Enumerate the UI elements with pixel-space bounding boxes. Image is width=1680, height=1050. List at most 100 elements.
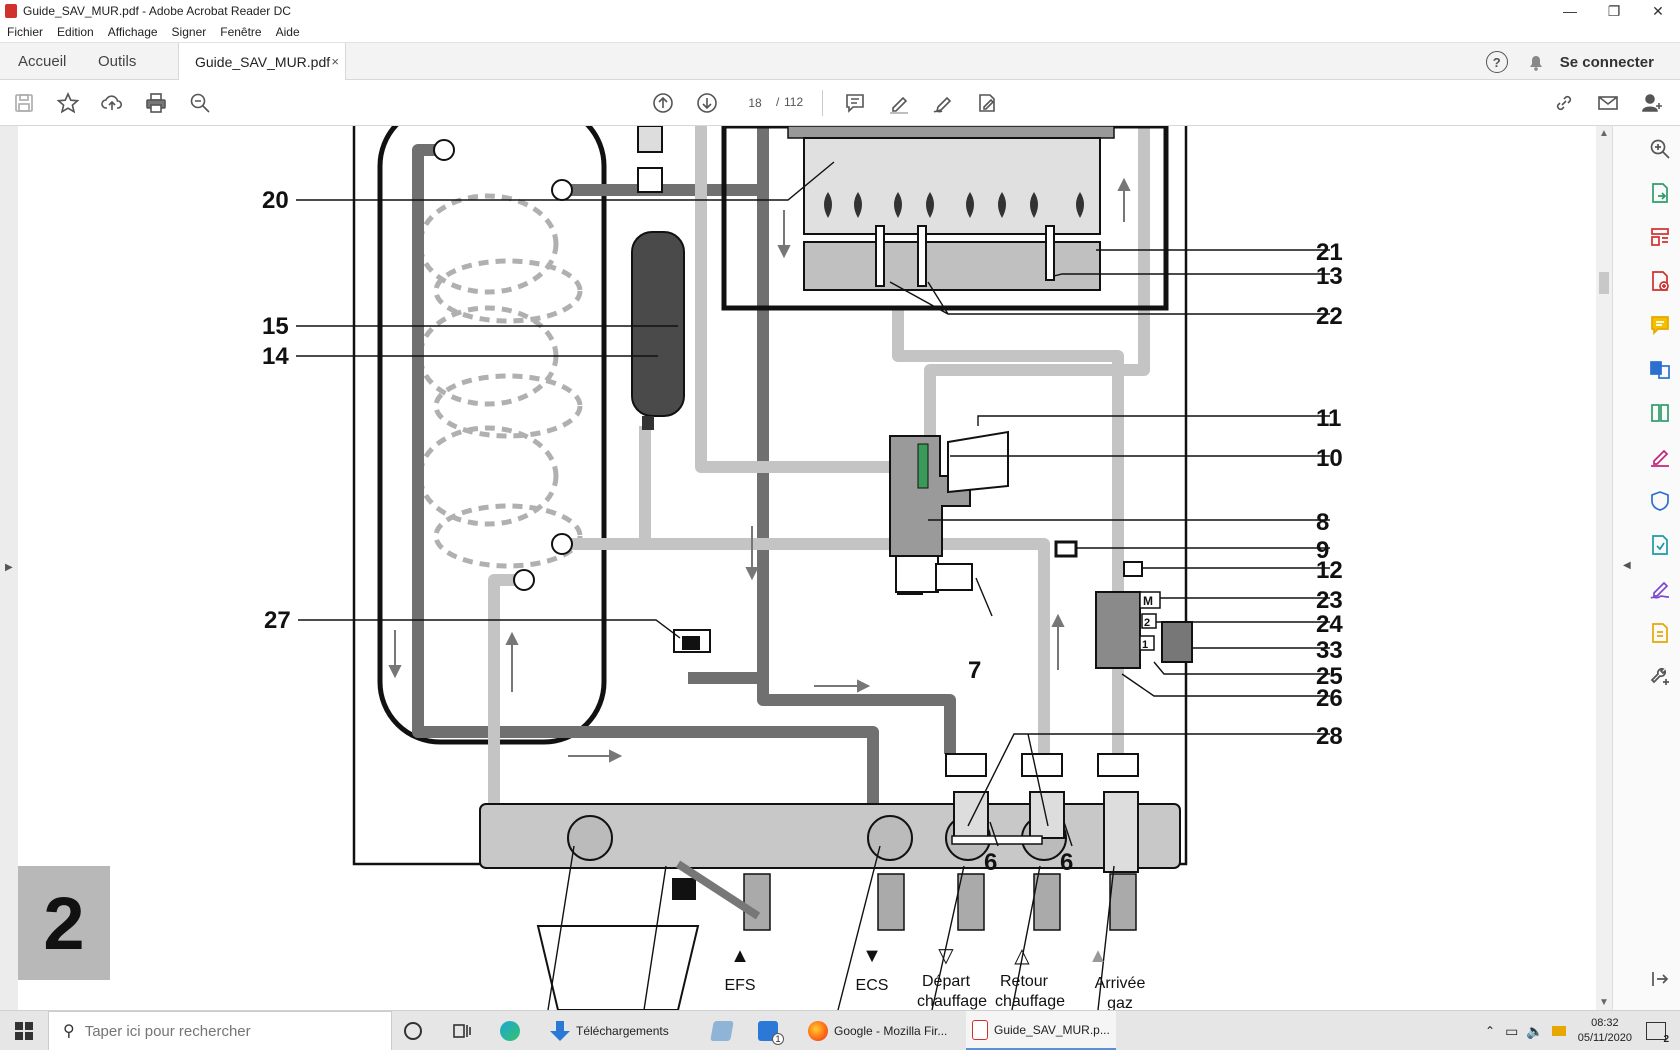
show-hidden-icons-icon[interactable]: ⌃ [1485, 1024, 1496, 1038]
taskbar-app-acrobat[interactable]: Guide_SAV_MUR.p... [966, 1011, 1116, 1050]
label-6-left: 6 [984, 849, 997, 876]
tab-document-label: Guide_SAV_MUR.pdf [195, 54, 331, 70]
protect-shield-icon[interactable] [1649, 490, 1673, 514]
gaz-symbol: ▲ [1088, 945, 1108, 967]
volume-icon[interactable]: 🔈 [1526, 1022, 1544, 1039]
more-tools-icon[interactable] [1649, 666, 1673, 690]
label-20: 20 [262, 187, 289, 214]
add-user-icon[interactable] [1640, 91, 1664, 115]
cortana-icon[interactable] [404, 1011, 422, 1050]
label-8: 8 [1316, 509, 1329, 536]
highlight-pen-icon[interactable] [887, 91, 911, 115]
minimize-button[interactable]: — [1563, 3, 1577, 19]
download-folder-icon [550, 1021, 570, 1041]
zoom-in-icon[interactable] [1649, 138, 1673, 162]
task-view-icon[interactable] [452, 1011, 472, 1050]
clock[interactable]: 08:32 05/11/2020 [1578, 1016, 1632, 1046]
vertical-scrollbar[interactable]: ▲ ▼ [1596, 126, 1612, 1010]
gaz-label-line1: Arrivée [1095, 975, 1146, 992]
message-icon[interactable] [1551, 1026, 1566, 1036]
send-review-icon[interactable] [1649, 622, 1673, 646]
sign-pen-icon[interactable] [931, 91, 955, 115]
clock-date: 05/11/2020 [1577, 1032, 1632, 1044]
left-panel-toggle[interactable]: ▶ [0, 126, 18, 1010]
gas-valve-motor-mark: M [1143, 594, 1153, 608]
menu-bar: Fichier Edition Affichage Signer Fenêtre… [0, 22, 1680, 42]
taskbar-app-firefox[interactable]: Google - Mozilla Fir... [808, 1011, 958, 1050]
page-separator: / [776, 95, 780, 109]
scroll-thumb[interactable] [1599, 272, 1609, 294]
taskbar-search[interactable]: ⚲ [48, 1011, 392, 1050]
label-28: 28 [1316, 723, 1343, 750]
label-6-right: 6 [1060, 849, 1073, 876]
label-10: 10 [1316, 445, 1343, 472]
tab-outils[interactable]: Outils [98, 53, 137, 70]
boiler-diagram: M 2 1 [262, 126, 1343, 1010]
window-title: Guide_SAV_MUR.pdf - Adobe Acrobat Reader… [23, 4, 291, 18]
menu-affichage[interactable]: Affichage [107, 25, 158, 39]
fill-sign-icon[interactable] [1649, 446, 1673, 470]
windows-start-icon[interactable] [14, 1021, 34, 1041]
action-center-icon[interactable]: 2 [1646, 1022, 1669, 1045]
zoom-search-icon[interactable] [188, 91, 212, 115]
taskbar-app-telechargements[interactable]: Téléchargements [550, 1011, 690, 1050]
notification-bell-icon[interactable] [1526, 52, 1546, 72]
menu-aide[interactable]: Aide [275, 25, 300, 39]
page-section-badge: 2 [18, 866, 110, 980]
acrobat-app-icon [5, 4, 17, 18]
print-icon[interactable] [144, 91, 168, 115]
next-page-icon[interactable] [695, 91, 719, 115]
cloud-upload-icon[interactable] [100, 91, 124, 115]
close-tab-icon[interactable]: × [331, 54, 339, 69]
help-icon[interactable]: ? [1485, 51, 1508, 73]
total-pages: 112 [784, 95, 804, 109]
label-11: 11 [1316, 405, 1341, 432]
star-bookmark-icon[interactable] [56, 91, 80, 115]
sign-in-link[interactable]: Se connecter [1559, 53, 1654, 71]
close-window-button[interactable]: ✕ [1652, 3, 1664, 19]
main-toolbar: / 112 [0, 80, 1680, 126]
scroll-down-icon[interactable]: ▼ [1599, 997, 1609, 1008]
edit-document-icon[interactable] [975, 91, 999, 115]
retour-symbol: △ [1014, 945, 1030, 967]
optimize-pdf-icon[interactable] [1649, 534, 1673, 558]
menu-fichier[interactable]: Fichier [7, 25, 44, 39]
tab-document[interactable]: Guide_SAV_MUR.pdf × [178, 43, 346, 81]
compare-files-icon[interactable] [1649, 402, 1673, 426]
previous-page-icon[interactable] [651, 91, 675, 115]
maximize-button[interactable]: ❐ [1607, 3, 1621, 19]
label-26: 26 [1316, 685, 1343, 712]
email-icon[interactable] [1596, 91, 1620, 115]
mail-app-icon[interactable]: 1 [758, 1011, 784, 1050]
taskbar-app-firefox-label: Google - Mozilla Fir... [834, 1024, 948, 1038]
right-tools-pane: ◀ [1612, 126, 1680, 1010]
collapse-tools-pane-icon[interactable]: ◀ [1623, 560, 1631, 571]
menu-signer[interactable]: Signer [171, 25, 207, 39]
current-page-input[interactable] [738, 92, 772, 114]
notepad-app-icon[interactable] [710, 1011, 738, 1050]
network-icon[interactable]: ▭ [1505, 1022, 1519, 1039]
taskbar-search-input[interactable] [84, 1022, 365, 1040]
notification-count: 2 [1663, 1034, 1669, 1045]
hide-tools-pane-icon[interactable] [1649, 968, 1673, 992]
document-viewer[interactable]: M 2 1 [18, 126, 1596, 1010]
taskbar-app-acrobat-label: Guide_SAV_MUR.p... [994, 1022, 1110, 1037]
share-link-icon[interactable] [1552, 91, 1576, 115]
gas-valve-step-2-mark: 2 [1144, 617, 1150, 629]
menu-edition[interactable]: Edition [57, 25, 94, 39]
organize-pages-icon[interactable] [1649, 226, 1673, 250]
gas-valve-step-1-mark: 1 [1142, 639, 1148, 651]
save-icon[interactable] [12, 91, 36, 115]
export-pdf-icon[interactable] [1649, 182, 1673, 206]
comment-tool-icon[interactable] [1649, 314, 1673, 338]
combine-files-icon[interactable] [1649, 358, 1673, 382]
tab-accueil[interactable]: Accueil [18, 53, 67, 70]
send-signature-icon[interactable] [1649, 578, 1673, 602]
mail-badge: 1 [772, 1033, 784, 1045]
edge-browser-icon[interactable] [500, 1011, 526, 1050]
label-27: 27 [264, 607, 291, 634]
menu-fenetre[interactable]: Fenêtre [220, 25, 262, 39]
create-pdf-icon[interactable] [1649, 270, 1673, 294]
scroll-up-icon[interactable]: ▲ [1599, 128, 1609, 139]
comment-icon[interactable] [843, 91, 867, 115]
